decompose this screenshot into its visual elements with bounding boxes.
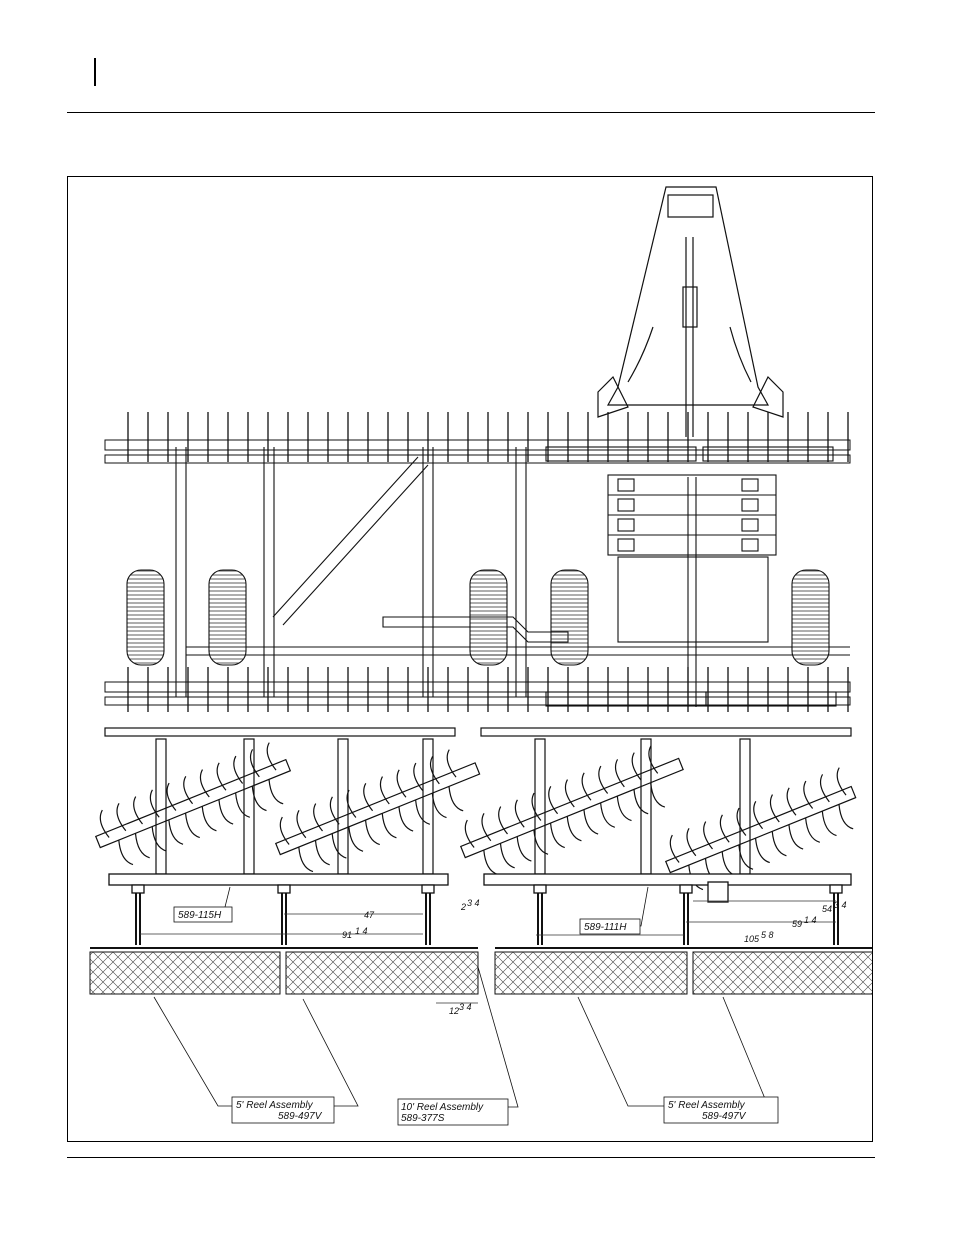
- front-tine-rows: [105, 412, 850, 712]
- crumbler-reels: [90, 948, 873, 994]
- callout-5ft-reel-left-part: 589-497V: [278, 1111, 323, 1122]
- implement-diagram: 589-115H 589-111H 47 91 1 4 2 3 4 12 3 4…: [68, 177, 873, 1142]
- figure-frame: 589-115H 589-111H 47 91 1 4 2 3 4 12 3 4…: [67, 176, 873, 1142]
- transport-wheels: [127, 570, 829, 665]
- header-rule: [67, 112, 875, 113]
- dim-12-frac: 3 4: [459, 1002, 472, 1012]
- callout-10ft-reel-name: 10' Reel Assembly: [401, 1102, 484, 1113]
- part-label-589-115h-text: 589-115H: [178, 910, 222, 921]
- dim-91-frac: 1 4: [355, 926, 368, 936]
- dim-59: 59: [792, 919, 802, 929]
- main-frame: [176, 447, 850, 706]
- header-tick-mark: [94, 58, 96, 86]
- part-label-589-111h-text: 589-111H: [584, 922, 627, 933]
- callout-5ft-reel-left-name: 5' Reel Assembly: [236, 1100, 314, 1111]
- dim-59-frac: 1 4: [804, 915, 817, 925]
- dim-54: 54: [822, 904, 832, 914]
- hitch-tongue: [598, 187, 783, 437]
- dim-105: 105: [744, 934, 760, 944]
- callout-10ft-reel-part: 589-377S: [401, 1113, 445, 1124]
- part-label-589-111h: 589-111H: [580, 919, 640, 934]
- dim-2: 2: [460, 902, 466, 912]
- footer-rule: [67, 1157, 875, 1158]
- dim-2-frac: 3 4: [467, 898, 480, 908]
- dim-47: 47: [364, 910, 375, 920]
- callout-5ft-reel-left: 5' Reel Assembly 589-497V: [232, 1097, 334, 1123]
- callout-5ft-reel-right-name: 5' Reel Assembly: [668, 1100, 746, 1111]
- part-label-589-115h: 589-115H: [174, 907, 232, 922]
- dim-12: 12: [449, 1006, 459, 1016]
- callout-5ft-reel-right-part: 589-497V: [702, 1111, 747, 1122]
- hydraulic-manifold: [608, 475, 776, 707]
- dim-105-frac: 5 8: [761, 930, 774, 940]
- dim-91: 91: [342, 930, 352, 940]
- dim-54-frac: 3 4: [834, 900, 847, 910]
- callout-10ft-reel: 10' Reel Assembly 589-377S: [398, 1099, 508, 1125]
- callout-5ft-reel-right: 5' Reel Assembly 589-497V: [664, 1097, 778, 1123]
